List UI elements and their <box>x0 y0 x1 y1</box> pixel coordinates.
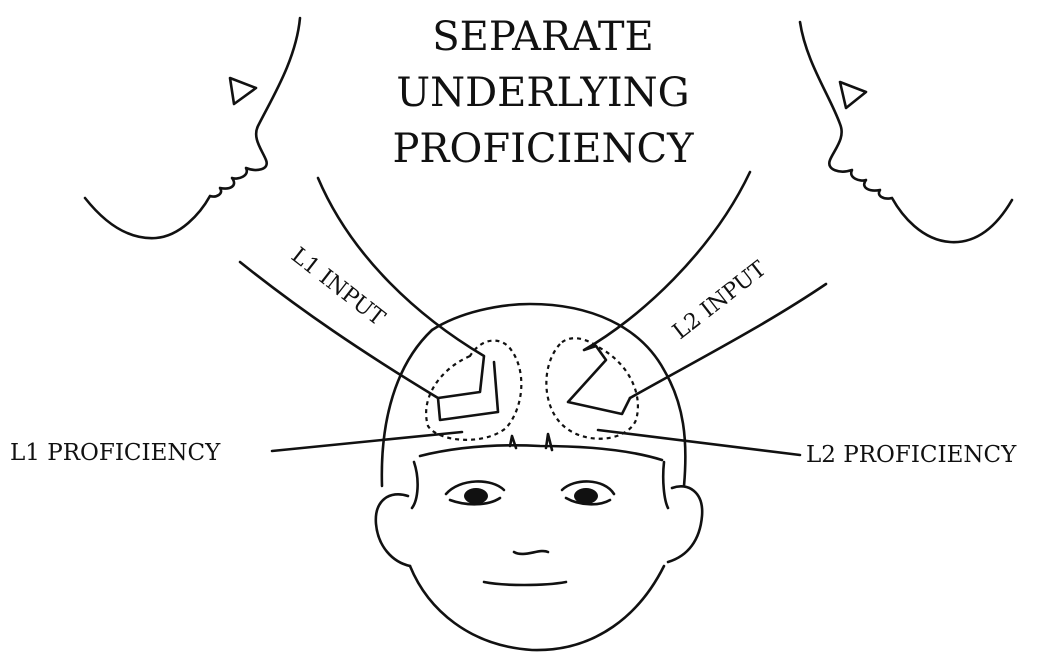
proficiency-regions <box>426 338 638 440</box>
l1-proficiency-label: L1 PROFICIENCY <box>10 440 221 466</box>
l1-proficiency-region <box>426 341 521 440</box>
child-head <box>376 304 702 650</box>
l2-proficiency-region <box>546 338 638 439</box>
left-speaker-profile <box>85 18 300 238</box>
title-line-2: UNDERLYING <box>396 70 689 116</box>
title-line-1: SEPARATE <box>432 14 653 60</box>
left-eye <box>464 488 488 504</box>
diagram-title: SEPARATE UNDERLYING PROFICIENCY <box>393 14 695 172</box>
l2-input-arrow: L2 INPUT <box>568 172 826 414</box>
proficiency-callouts: L1 PROFICIENCY L2 PROFICIENCY <box>10 430 1017 468</box>
child-face <box>446 481 614 585</box>
title-line-3: PROFICIENCY <box>393 126 695 172</box>
l1-input-arrow: L1 INPUT <box>240 178 498 420</box>
l2-proficiency-label: L2 PROFICIENCY <box>806 442 1017 468</box>
l1-callout-line <box>272 432 462 451</box>
l1-input-label: L1 INPUT <box>286 243 389 331</box>
right-speaker-profile <box>800 22 1012 242</box>
